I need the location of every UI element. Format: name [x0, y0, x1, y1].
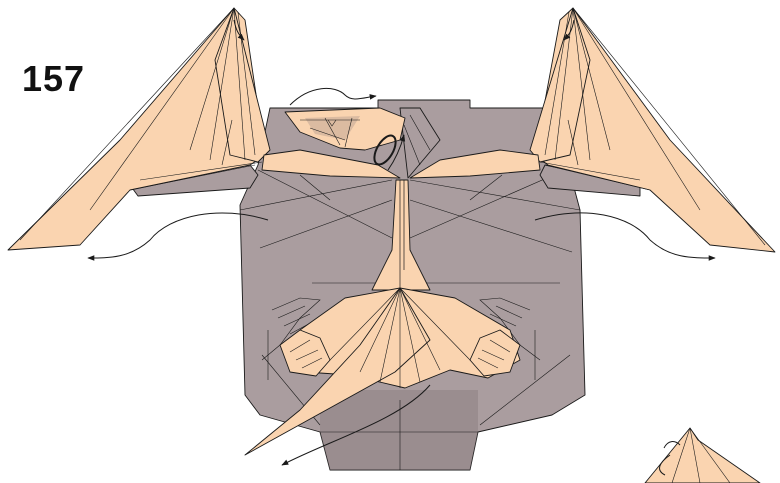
step-number: 157: [22, 58, 85, 100]
next-figure-corner: [645, 428, 760, 483]
